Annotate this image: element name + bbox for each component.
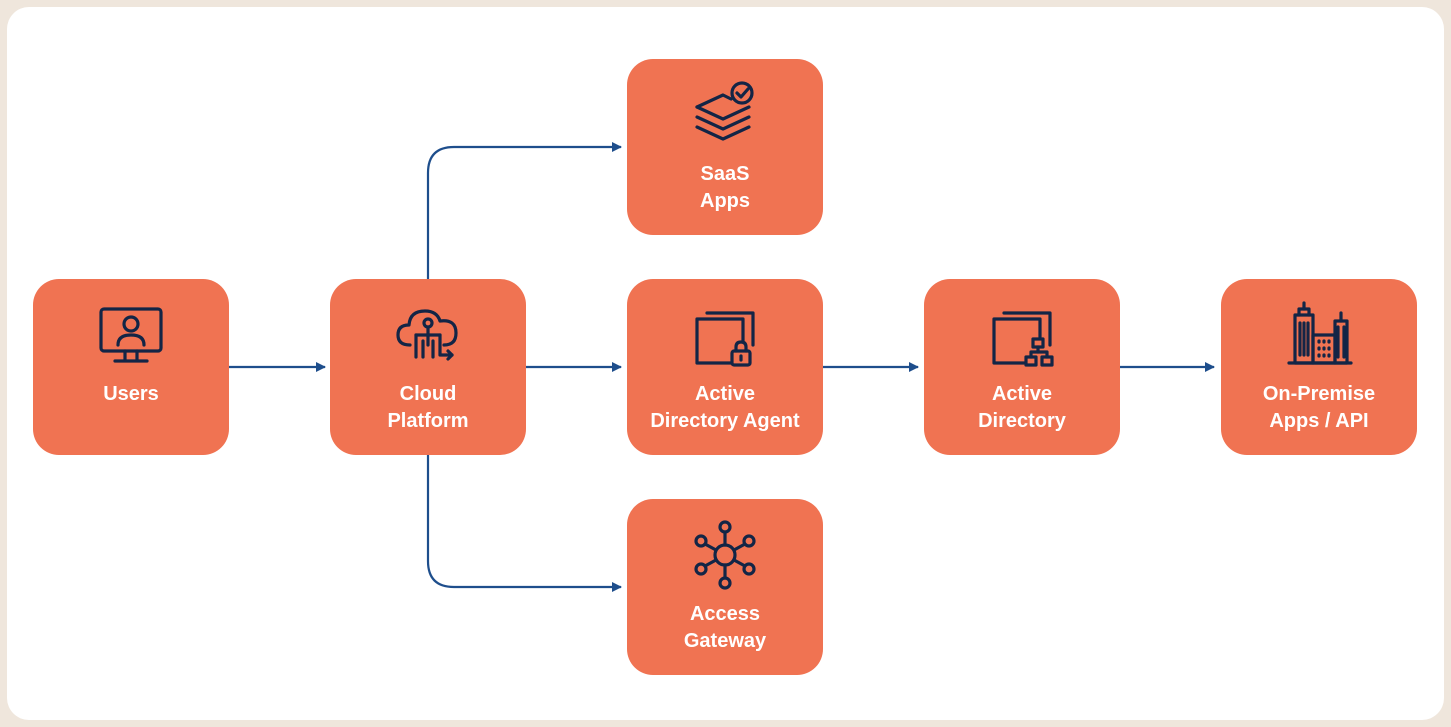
node-access-gateway[interactable]: Access Gateway: [627, 499, 823, 675]
node-on-premise-apps[interactable]: On-Premise Apps / API: [1221, 279, 1417, 455]
node-active-directory[interactable]: Active Directory: [924, 279, 1120, 455]
node-saas-apps-label: SaaS Apps: [700, 163, 750, 212]
hub-network-icon: [687, 517, 763, 593]
edge-cloud-to-gateway: [426, 455, 622, 592]
node-cloud-platform-label: Cloud Platform: [387, 383, 469, 432]
folder-lock-icon: [687, 297, 763, 373]
node-on-premise-apps-label: On-Premise Apps / API: [1262, 383, 1376, 432]
layers-check-icon: [687, 77, 763, 153]
connector-layer: [229, 142, 1215, 592]
cloud-network-icon: [390, 297, 466, 373]
edge-cloud-to-saas: [426, 142, 622, 279]
node-active-directory-agent-label: Active Directory Agent: [650, 383, 800, 432]
node-active-directory-label: Active Directory: [978, 383, 1066, 432]
node-saas-apps[interactable]: SaaS Apps: [627, 59, 823, 235]
node-active-directory-agent[interactable]: Active Directory Agent: [627, 279, 823, 455]
diagram-canvas: Users Cloud Platform: [7, 7, 1444, 720]
monitor-user-icon: [93, 297, 169, 373]
node-cloud-platform[interactable]: Cloud Platform: [330, 279, 526, 455]
node-access-gateway-label: Access Gateway: [683, 603, 767, 652]
folder-network-icon: [984, 297, 1060, 373]
node-users-label: Users: [103, 383, 159, 405]
node-users[interactable]: Users: [33, 279, 229, 455]
buildings-icon: [1281, 297, 1357, 373]
